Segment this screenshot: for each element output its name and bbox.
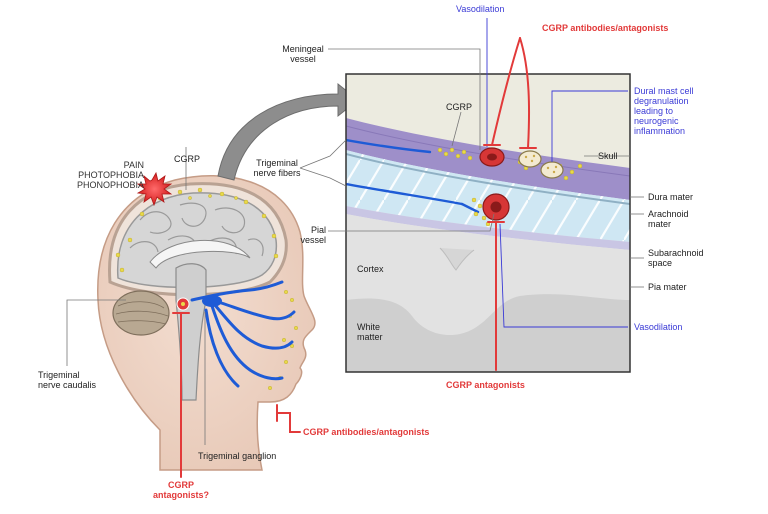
nerve-fibers-inset	[346, 138, 480, 214]
pain-burst	[136, 171, 173, 207]
skull-label: Skull	[598, 151, 618, 161]
pain-label: PAIN PHOTOPHOBIA PHONOPHOBIA	[76, 160, 144, 190]
vasodilation-right-label: Vasodilation	[634, 322, 683, 332]
cgrp-inset-label: CGRP	[446, 102, 473, 112]
head-illustration	[97, 171, 316, 471]
meningeal-vessel-inset	[479, 147, 505, 167]
white-matter-label: White matter	[357, 322, 383, 342]
vasodilation-top-label: Vasodilation	[456, 4, 505, 14]
arachnoid-line	[346, 153, 630, 205]
red-inhibitors	[172, 37, 537, 478]
blue-leaders	[486, 18, 628, 328]
mast-cells	[518, 150, 564, 179]
cgrp-antagonists-question-label: CGRP antagonists?	[152, 480, 209, 500]
pia-mater-label: Pia mater	[648, 282, 687, 292]
dura-mater-label: Dura mater	[648, 192, 694, 202]
pia-mater-layer	[346, 206, 630, 250]
cortex-label: Cortex	[357, 264, 384, 274]
subarachnoid-space-label: Subarachnoid space	[648, 248, 704, 268]
corpus-callosum	[149, 240, 251, 269]
cgrp-antagonists-inset-label: CGRP antagonists	[446, 380, 525, 390]
trigeminal-ganglion-label: Trigeminal ganglion	[198, 451, 277, 461]
trigeminal-nerve-branches	[190, 280, 296, 388]
leader-lines	[66, 48, 644, 445]
arachnoid-mater-label: Arachnoid mater	[648, 209, 689, 229]
trigeminal-nerve-fibers-label: Trigeminal nerve fibers	[253, 158, 301, 178]
inset-frame	[345, 73, 631, 373]
cgrp-dots-head	[115, 187, 299, 391]
sulcus	[439, 247, 475, 271]
pial-vessel-inset	[482, 193, 510, 221]
meninges-inset	[345, 73, 631, 373]
cgrp-antibodies-top-label: CGRP antibodies/antagonists	[542, 23, 669, 33]
meningeal-vessel-label: Meningeal vessel	[282, 44, 324, 64]
dural-mast-cell-label: Dural mast cell degranulation leading to…	[634, 86, 694, 136]
cgrp-antibodies-face-label: CGRP antibodies/antagonists	[303, 427, 430, 437]
cgrp-head-label: CGRP	[174, 154, 201, 164]
white-matter-layer	[346, 294, 630, 372]
cerebellum	[112, 290, 170, 336]
pial-vessel-label: Pial vessel	[300, 225, 326, 245]
trigeminal-ganglion	[202, 295, 222, 307]
skull-layer	[346, 74, 630, 168]
trigeminal-nerve-caudalis-label: Trigeminal nerve caudalis	[38, 370, 97, 390]
